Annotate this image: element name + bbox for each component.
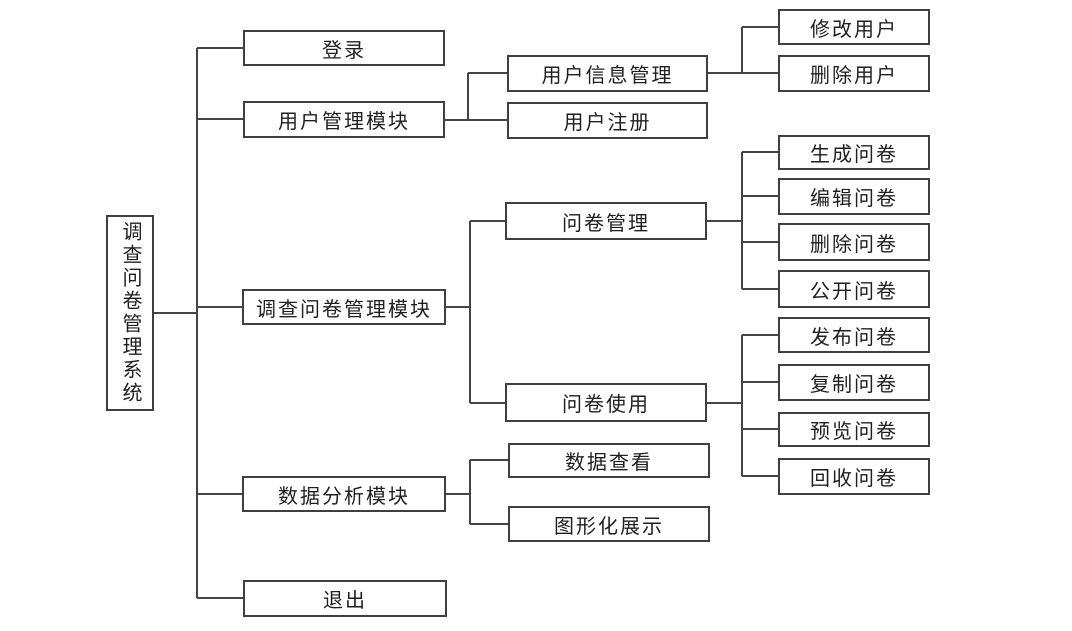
node-user-info-management: 用户信息管理 [507, 55, 708, 92]
node-survey-management-module: 调查问卷管理模块 [242, 289, 446, 325]
node-login: 登录 [243, 30, 445, 66]
node-delete-user: 删除用户 [778, 55, 930, 92]
node-copy-survey: 复制问卷 [778, 364, 930, 401]
node-publish-survey: 发布问卷 [778, 317, 930, 353]
node-data-view: 数据查看 [508, 443, 710, 478]
node-edit-survey: 编辑问卷 [778, 178, 930, 215]
connector-path [154, 26, 778, 599]
node-modify-user: 修改用户 [778, 9, 930, 45]
node-exit: 退出 [243, 580, 447, 617]
node-open-survey: 公开问卷 [778, 270, 930, 308]
node-data-analysis-module: 数据分析模块 [242, 476, 446, 512]
node-graphical-display: 图形化展示 [508, 506, 710, 542]
node-user-management-module: 用户管理模块 [243, 101, 445, 138]
node-root: 调查问卷管理系统 [106, 215, 154, 411]
node-delete-survey: 删除问卷 [778, 223, 930, 261]
node-preview-survey: 预览问卷 [778, 412, 930, 447]
node-survey-management: 问卷管理 [505, 202, 707, 240]
node-user-register: 用户注册 [507, 102, 708, 139]
node-recycle-survey: 回收问卷 [778, 458, 930, 495]
node-root-label: 调查问卷管理系统 [119, 221, 141, 405]
node-create-survey: 生成问卷 [778, 135, 930, 170]
node-survey-usage: 问卷使用 [505, 383, 707, 422]
